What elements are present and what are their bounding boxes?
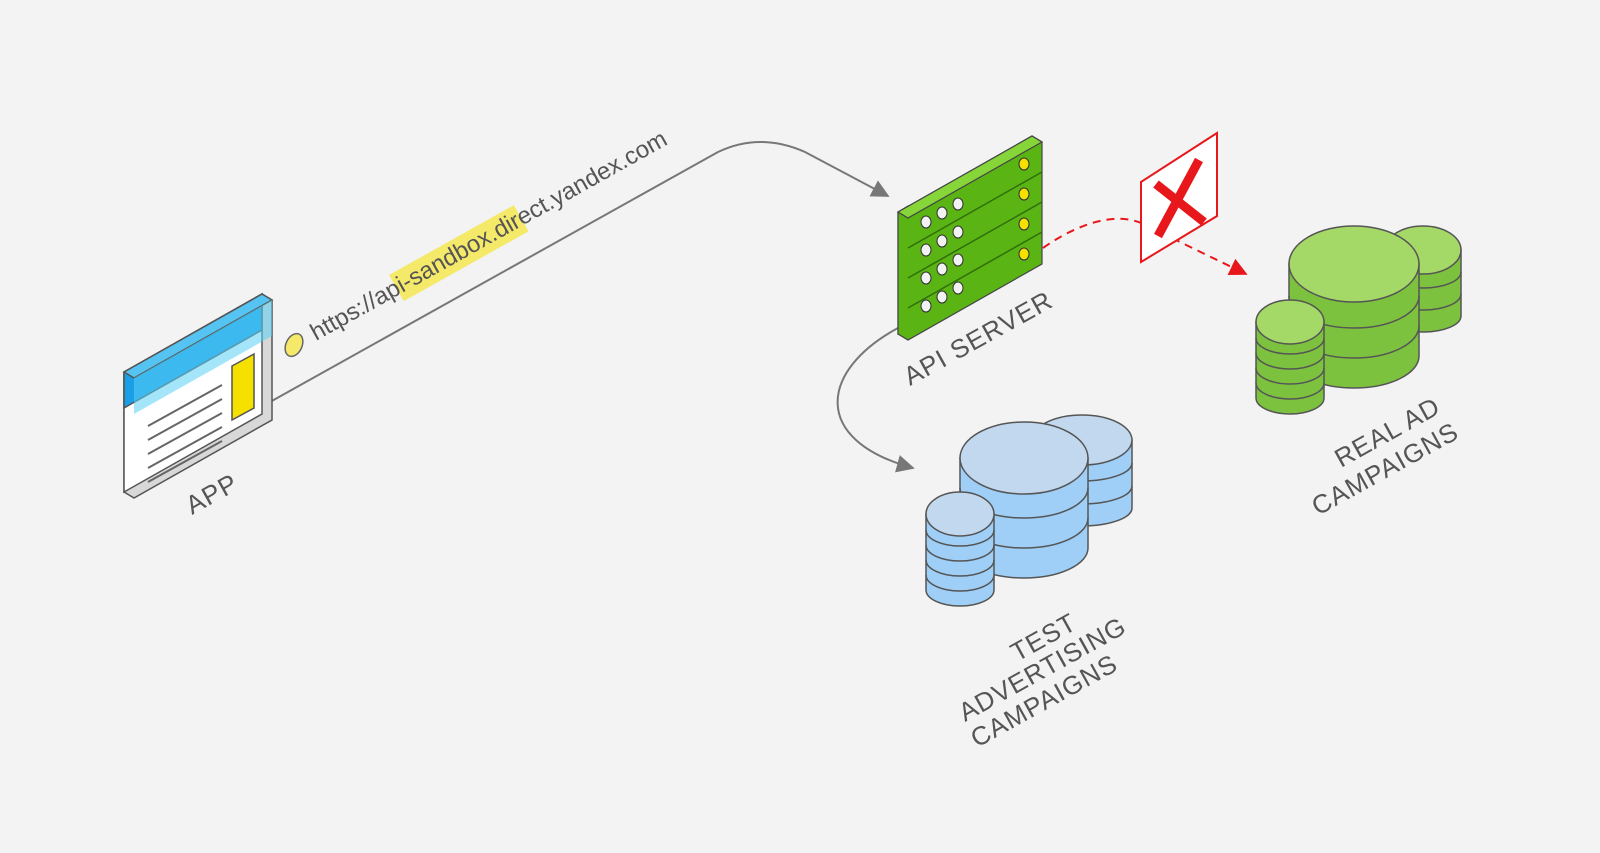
server-to-test-connector	[836, 327, 915, 473]
url-suffix: .direct.yandex.com	[483, 125, 672, 247]
request-dot-icon	[284, 332, 304, 358]
url-text: https://api-sandbox.direct.yandex.com	[306, 125, 672, 346]
blocked-x-icon	[1140, 131, 1218, 264]
url-highlight-box	[389, 205, 529, 302]
request-connector	[269, 141, 890, 403]
test-database-cluster-icon	[925, 414, 1133, 607]
url-prefix: https://	[306, 287, 382, 346]
test-db-label: TEST ADVERTISING CAMPAIGNS	[953, 607, 1131, 753]
real-db-label: REAL AD CAMPAIGNS	[1306, 391, 1463, 521]
url-highlight: api-sandbox	[369, 224, 496, 311]
app-label: APP	[180, 467, 243, 520]
server-rack-icon	[896, 135, 1044, 341]
app-window-icon	[122, 292, 274, 499]
real-database-cluster-icon	[1255, 225, 1462, 415]
blocked-connector	[1042, 217, 1248, 276]
url-label: https://api-sandbox.direct.yandex.com	[306, 125, 672, 346]
